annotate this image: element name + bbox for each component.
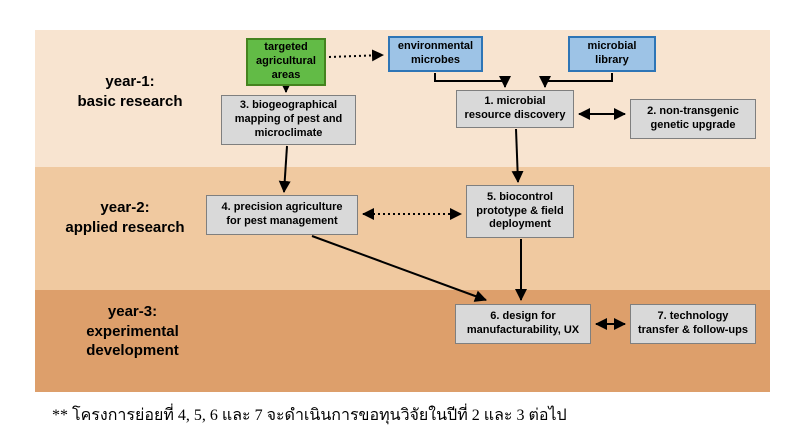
node-microbial-library: microbial library bbox=[568, 36, 656, 72]
node-5-biocontrol-prototype: 5. biocontrol prototype & field deployme… bbox=[466, 185, 574, 238]
node-7-technology-transfer: 7. technology transfer & follow-ups bbox=[630, 304, 756, 344]
node-1-microbial-resource-discovery: 1. microbial resource discovery bbox=[456, 90, 574, 128]
band-year-2-label: year-2: applied research bbox=[65, 199, 185, 236]
node-environmental-microbes: environmental microbes bbox=[388, 36, 483, 72]
node-6-design-for-manufacturability: 6. design for manufacturability, UX bbox=[455, 304, 591, 344]
band-year-3-label: year-3: experimental development bbox=[86, 303, 179, 359]
band-year-1-label: year-1: basic research bbox=[77, 73, 183, 110]
footnote: ** โครงการย่อยที่ 4, 5, 6 และ 7 จะดำเนิน… bbox=[52, 407, 567, 424]
node-targeted-agricultural-areas: targeted agricultural areas bbox=[246, 38, 326, 86]
node-3-biogeographical-mapping: 3. biogeographical mapping of pest and m… bbox=[221, 95, 356, 145]
node-4-precision-agriculture: 4. precision agriculture for pest manage… bbox=[206, 195, 358, 235]
node-2-non-transgenic-genetic-upgrade: 2. non-transgenic genetic upgrade bbox=[630, 99, 756, 139]
